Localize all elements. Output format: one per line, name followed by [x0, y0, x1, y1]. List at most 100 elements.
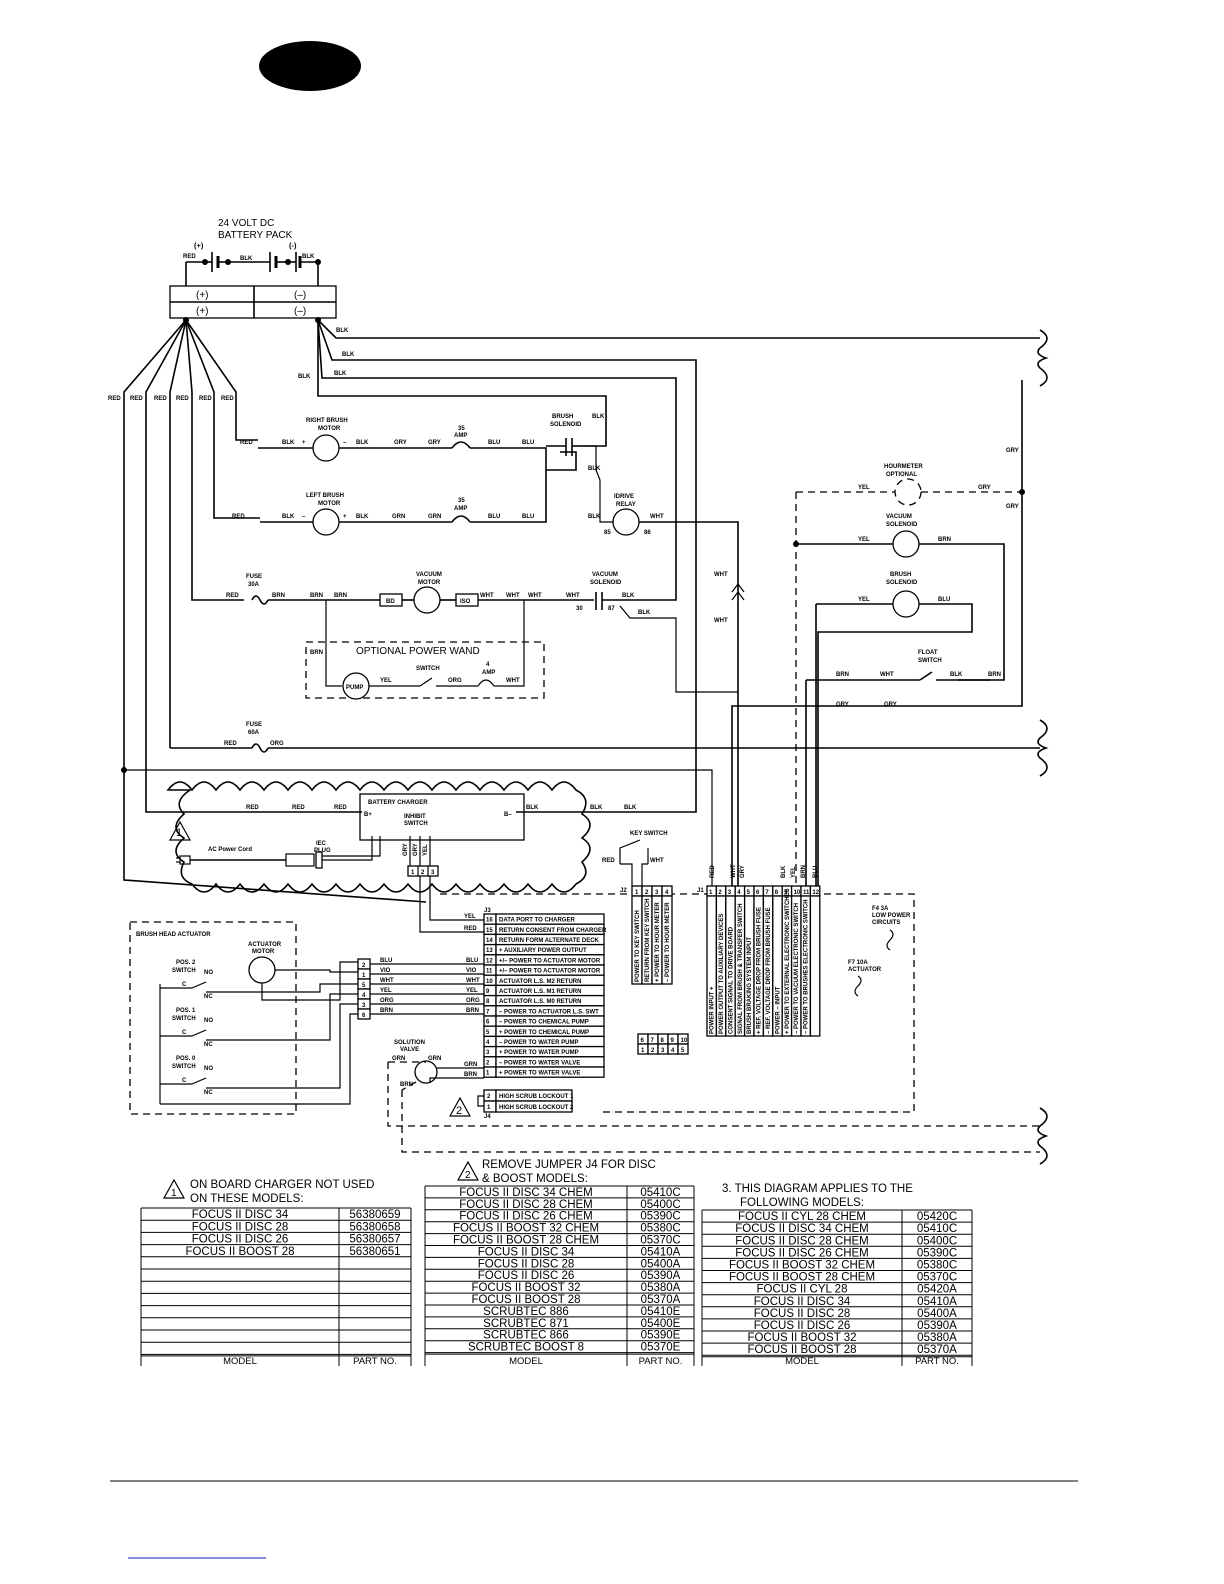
- actuator-pin-number: 4: [362, 993, 366, 999]
- wire-label: RED: [176, 396, 189, 402]
- wire-label: WHT: [506, 593, 520, 599]
- fuse-35-label: 35: [458, 498, 465, 504]
- table-part-cell: 56380657: [349, 1234, 400, 1246]
- f4-fuse-label: F4 3A: [872, 906, 889, 912]
- j2-pin-number: 4: [665, 890, 669, 896]
- table-part-cell: 05410A: [641, 1246, 681, 1258]
- wire-label: BLK: [282, 440, 295, 446]
- j1-pin-number: 9: [784, 890, 788, 896]
- c-label: C: [182, 1030, 187, 1036]
- wire-label: GRN: [428, 514, 441, 520]
- wire-label: YEL: [380, 988, 392, 994]
- iec-plug-label: PLUG: [314, 848, 331, 854]
- actuator-label: ACTUATOR: [248, 942, 282, 948]
- position-label: POS. 0: [176, 1056, 196, 1062]
- left-brush-motor-label: LEFT BRUSH: [306, 493, 344, 499]
- table-model-cell: SCRUBTEC 886: [483, 1306, 569, 1318]
- right-brush-motor-label: RIGHT BRUSH: [306, 418, 348, 424]
- wire-label: BRN: [272, 593, 285, 599]
- wire-label: RED: [232, 514, 245, 520]
- table-model-cell: FOCUS II DISC 26 CHEM: [459, 1211, 593, 1223]
- switch-label: SWITCH: [172, 1064, 196, 1070]
- wire-label: ORG: [466, 998, 480, 1004]
- j3-pin-number: 9: [486, 989, 490, 995]
- key-switch-label: KEY SWITCH: [630, 831, 668, 837]
- table-header-model: MODEL: [223, 1356, 257, 1367]
- j3-pin-desc: +/– POWER TO ACTUATOR MOTOR: [499, 969, 601, 975]
- table-model-cell: FOCUS II DISC 26: [478, 1270, 575, 1282]
- power-wand-label: OPTIONAL POWER WAND: [356, 646, 480, 657]
- terminal-30: 30: [576, 606, 583, 612]
- table-header-model: MODEL: [785, 1356, 819, 1367]
- fuse-60a: [251, 743, 269, 753]
- idrive-label: IDRIVE: [614, 494, 634, 500]
- actuator-pin-number: 2: [362, 963, 366, 969]
- battery-plus-label: (+): [194, 241, 204, 250]
- table-model-cell: FOCUS II BOOST 32: [747, 1332, 856, 1344]
- table-model-cell: SCRUBTEC BOOST 8: [468, 1342, 584, 1354]
- f4-low-power-label: LOW POWER: [872, 913, 911, 919]
- wire-label: RED: [224, 741, 237, 747]
- note-1-line-2: ON THESE MODELS:: [190, 1193, 304, 1205]
- j3-pin-desc: – POWER TO WATER VALVE: [499, 1060, 580, 1066]
- j1-label: J1: [697, 888, 704, 894]
- j3-pin-desc: DATA PORT TO CHARGER: [499, 918, 575, 924]
- battery-terminal-block: (+) (+) (–) (–): [169, 285, 337, 323]
- fuse-35a: [451, 441, 471, 449]
- table-part-cell: 05390A: [917, 1320, 957, 1332]
- wire-label: GRY: [978, 485, 991, 491]
- wire-label: BRN: [938, 537, 951, 543]
- wire-label: BLU: [488, 514, 500, 520]
- position-label: POS. 2: [176, 960, 196, 966]
- wire-label: BLU: [938, 597, 950, 603]
- j1-wire-label: BLU: [813, 866, 819, 878]
- actuator-pin-number: 3: [362, 1003, 366, 1009]
- vacuum-solenoid: [892, 530, 920, 558]
- wire-label: ORG: [448, 678, 462, 684]
- table-model-cell: FOCUS II BOOST 32 CHEM: [453, 1223, 599, 1235]
- switch-label: SWITCH: [416, 666, 440, 672]
- table-model-cell: FOCUS II DISC 34: [478, 1246, 575, 1258]
- fuse-60a-label: 60A: [248, 730, 260, 736]
- table-header-part: PART NO.: [353, 1356, 397, 1367]
- wire-label: RED: [183, 254, 196, 260]
- grid-number: 4: [671, 1048, 675, 1054]
- wire-label: RED: [292, 805, 305, 811]
- f4-fuse: [886, 929, 894, 951]
- wire-label: BRN: [334, 593, 347, 599]
- note-2-line-2: & BOOST MODELS:: [482, 1173, 588, 1185]
- wire-label: BLU: [380, 958, 392, 964]
- table-part-cell: 56380658: [349, 1221, 400, 1233]
- charger-connector: [407, 865, 439, 877]
- j3-pin-number: 6: [486, 1020, 490, 1026]
- actuator-wires: [159, 961, 358, 1105]
- wire-label: BLK: [240, 256, 253, 262]
- table-model-cell: FOCUS II DISC 26: [754, 1320, 851, 1332]
- wire-label: YEL: [858, 537, 870, 543]
- fuse-4-label: 4: [486, 662, 490, 668]
- actuator-pin-number: 1: [362, 973, 366, 979]
- wire-label: WHT: [528, 593, 542, 599]
- wire-label: GRY: [1006, 504, 1019, 510]
- motor-label: MOTOR: [252, 949, 275, 955]
- table-part-cell: 05410E: [641, 1306, 681, 1318]
- nc-label: NC: [204, 994, 213, 1000]
- wire-label: GRY: [1006, 448, 1019, 454]
- table-part-cell: 05400C: [640, 1199, 680, 1211]
- table-model-cell: FOCUS II DISC 26: [192, 1234, 289, 1246]
- j3-pin-desc: ACTUATOR L.S. M0 RETURN: [499, 999, 581, 1005]
- wire-label: GRN: [392, 514, 405, 520]
- table-part-cell: 05390E: [641, 1330, 681, 1342]
- switch-label: SWITCH: [172, 1016, 196, 1022]
- j1-pin-desc: SIGNAL FROM BRUSH & TRANSFER SWITCH: [738, 903, 744, 1034]
- table-part-cell: 05400C: [917, 1235, 957, 1247]
- wire-label: BLU: [488, 440, 500, 446]
- table-model-cell: FOCUS II BOOST 28 CHEM: [729, 1272, 875, 1284]
- bd-label: BD: [386, 599, 395, 605]
- wire-label: BLK: [356, 514, 369, 520]
- grid-number: 10: [681, 1038, 688, 1044]
- j3-pin-desc: ACTUATOR L.S. M2 RETURN: [499, 979, 581, 985]
- charger-bplus-label: B+: [364, 812, 372, 818]
